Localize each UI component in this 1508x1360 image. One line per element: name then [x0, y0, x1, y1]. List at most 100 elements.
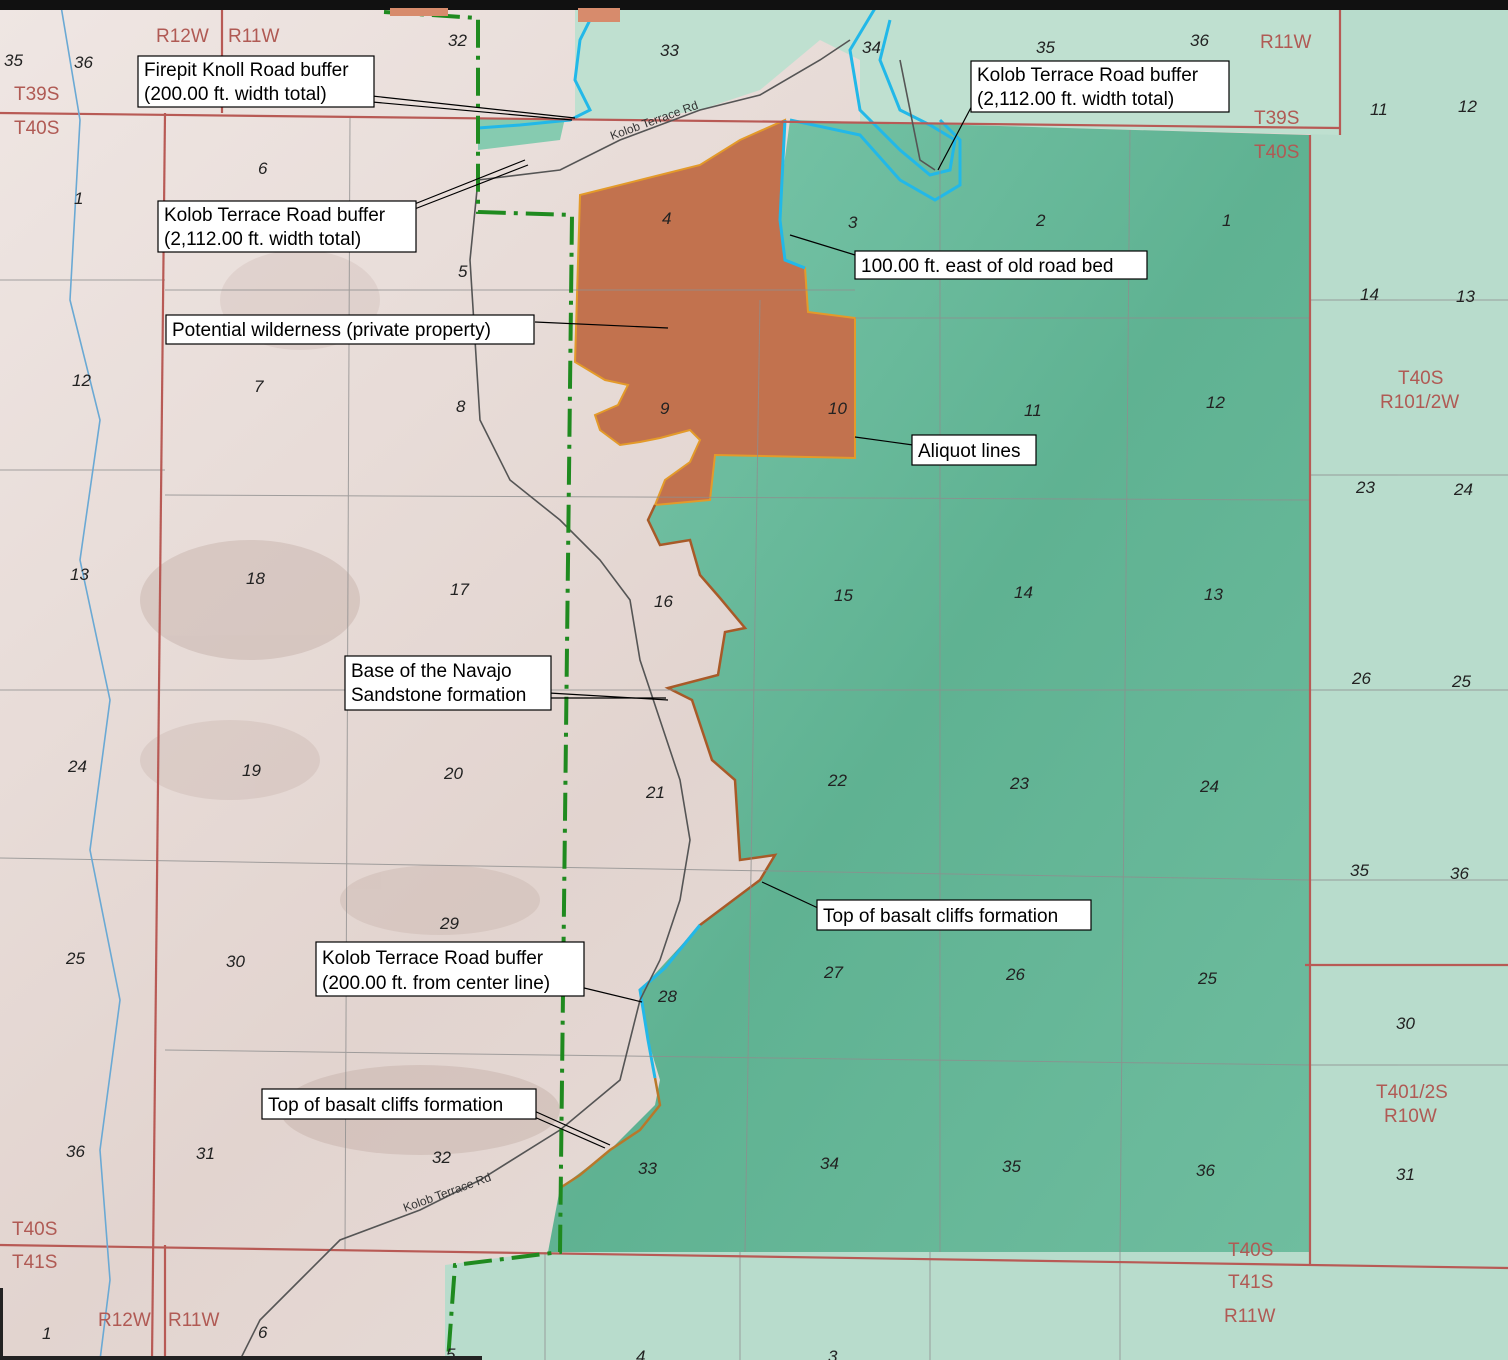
section-number: 23 — [1355, 478, 1375, 497]
callout-aliquot-lines: Aliquot lines — [911, 434, 1037, 466]
firepit-knoll-road — [899, 59, 936, 171]
section-number: 25 — [65, 949, 85, 968]
township-label: R11W — [228, 26, 279, 47]
callout-line: Kolob Terrace Road buffer — [977, 65, 1199, 86]
section-number: 23 — [1009, 774, 1029, 793]
wilderness-boundary — [383, 10, 575, 1360]
township-label: T41S — [12, 1252, 57, 1273]
stream-north-west — [477, 0, 602, 130]
section-number: 32 — [448, 31, 467, 50]
callout-line: (200.00 ft. from center line) — [322, 973, 550, 994]
section-number: 27 — [823, 963, 843, 982]
section-number: 2 — [1035, 211, 1046, 230]
callout-line: Top of basalt cliffs formation — [823, 906, 1058, 927]
township-label: T40S — [1398, 368, 1443, 389]
township-label: T39S — [1254, 108, 1299, 129]
section-number: 33 — [660, 41, 679, 60]
stream-east-arc — [789, 118, 962, 202]
section-number: 19 — [242, 761, 261, 780]
kolob-terrace-road-main — [239, 179, 691, 1360]
section-number: 8 — [456, 397, 466, 416]
section-number: 36 — [1190, 31, 1209, 50]
section-number: 12 — [1206, 393, 1225, 412]
section-number: 12 — [72, 371, 91, 390]
township-label: T41S — [1228, 1272, 1273, 1293]
township-label: R10W — [1384, 1106, 1437, 1127]
roads — [239, 39, 936, 1360]
township-label: T40S — [1228, 1240, 1273, 1261]
top-private-parcel — [578, 8, 620, 22]
section-number-group: 35 36 32 33 34 35 36 11 12 6 1 4 3 2 1 5… — [4, 31, 1477, 1360]
section-number: 10 — [828, 399, 847, 418]
section-number: 5 — [458, 262, 468, 281]
township-label: R11W — [168, 1310, 219, 1331]
kolob-terrace-road-north — [477, 39, 851, 181]
section-number: 11 — [1024, 401, 1042, 420]
section-number: 1 — [1222, 211, 1231, 230]
section-number: 25 — [1451, 672, 1471, 691]
section-number: 18 — [246, 569, 265, 588]
hillshade — [140, 250, 560, 1155]
section-number: 31 — [196, 1144, 215, 1163]
section-number: 29 — [439, 914, 459, 933]
section-number: 14 — [1360, 285, 1379, 304]
section-number: 35 — [1350, 861, 1369, 880]
light-green-area-south — [445, 1252, 1310, 1360]
township-label: R11W — [1224, 1306, 1275, 1327]
section-number: 14 — [1014, 583, 1033, 602]
section-number: 4 — [636, 1347, 645, 1360]
callout-line: 100.00 ft. east of old road bed — [861, 256, 1113, 277]
section-number: 7 — [254, 377, 264, 396]
section-number: 4 — [662, 209, 671, 228]
section-number: 31 — [1396, 1165, 1415, 1184]
section-number: 36 — [66, 1142, 85, 1161]
section-number: 9 — [660, 399, 670, 418]
callout-old-road-bed: 100.00 ft. east of old road bed — [854, 250, 1148, 280]
top-parcel-west — [390, 8, 448, 16]
old-road-bed-line — [778, 119, 806, 270]
section-number: 13 — [1204, 585, 1223, 604]
section-number: 1 — [74, 189, 83, 208]
kolob-buffer-center-line — [638, 924, 702, 1079]
section-number: 35 — [4, 51, 23, 70]
callout-line: (2,112.00 ft. width total) — [164, 229, 361, 250]
section-number: 26 — [1351, 669, 1371, 688]
section-number: 35 — [1036, 38, 1055, 57]
section-number: 3 — [848, 213, 858, 232]
section-number: 35 — [1002, 1157, 1021, 1176]
section-number: 17 — [450, 580, 469, 599]
wilderness-area — [548, 120, 1310, 1252]
section-number: 20 — [443, 764, 463, 783]
callout-kolob-buffer-w: Kolob Terrace Road buffer (2,112.00 ft. … — [157, 200, 417, 253]
light-green-area-north — [575, 0, 1340, 185]
section-number: 6 — [258, 159, 268, 178]
callout-line: (2,112.00 ft. width total) — [977, 89, 1174, 110]
section-lines — [0, 117, 1508, 1360]
legend-box-edge — [0, 1288, 482, 1360]
basalt-cliffs-line-south — [559, 1077, 662, 1190]
section-number: 11 — [1370, 100, 1388, 119]
navajo-sandstone-line — [646, 504, 778, 956]
section-number: 26 — [1005, 965, 1025, 984]
callout-line: Kolob Terrace Road buffer — [164, 205, 386, 226]
callout-line: Sandstone formation — [351, 685, 526, 706]
callout-line: (200.00 ft. width total) — [144, 84, 327, 105]
callout-leaders — [371, 95, 976, 1149]
section-number: 24 — [67, 757, 87, 776]
callout-line: Kolob Terrace Road buffer — [322, 948, 544, 969]
callout-basalt-cliffs-w: Top of basalt cliffs formation — [261, 1088, 537, 1120]
section-number: 34 — [862, 38, 881, 57]
callout-line: Top of basalt cliffs formation — [268, 1095, 503, 1116]
section-number: 24 — [1453, 480, 1473, 499]
section-number: 28 — [657, 987, 677, 1006]
township-label: T40S — [12, 1219, 57, 1240]
township-label: R12W — [156, 26, 209, 47]
section-number: 30 — [1396, 1014, 1415, 1033]
township-label: T40S — [14, 118, 59, 139]
section-number: 36 — [1450, 864, 1469, 883]
callout-basalt-cliffs-e: Top of basalt cliffs formation — [816, 899, 1092, 931]
section-number: 34 — [820, 1154, 839, 1173]
callout-kolob-buffer-center: Kolob Terrace Road buffer (200.00 ft. fr… — [315, 941, 585, 997]
section-number: 24 — [1199, 777, 1219, 796]
